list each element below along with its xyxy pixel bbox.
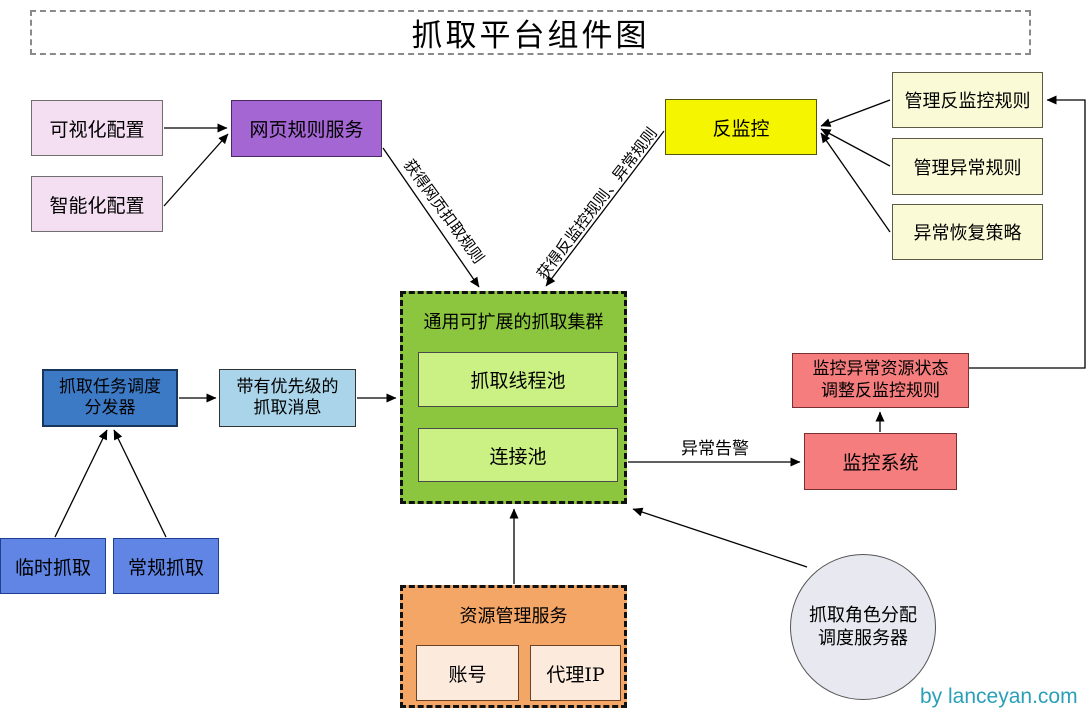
node-label-line2: 调度服务器	[818, 628, 908, 649]
node-label-line1: 抓取任务调度	[59, 376, 161, 397]
node-label: 代理IP	[546, 663, 605, 686]
diagram-title: 抓取平台组件图	[411, 18, 650, 54]
watermark-link[interactable]: by lanceyan.com	[920, 685, 1078, 708]
node-label: 临时抓取	[14, 556, 91, 579]
node-anti-monitor: 反监控	[665, 99, 817, 155]
node-label-line1: 监控异常资源状态	[812, 359, 949, 380]
arrow-manage-exc-rules-to-anti-monitor	[820, 128, 891, 167]
node-regular-crawl: 常规抓取	[113, 538, 219, 594]
node-label: 可视化配置	[49, 118, 145, 141]
node-manage-exception-rules: 管理异常规则	[892, 138, 1043, 195]
node-monitor-system: 监控系统	[804, 433, 957, 490]
edge-label-get-anti-monitor-rules: 获得反监控规则、异常规则	[533, 124, 662, 283]
node-manage-anti-monitor-rules: 管理反监控规则	[892, 72, 1043, 128]
node-label: 异常恢复策略	[913, 223, 1022, 244]
node-label-line1: 带有优先级的	[236, 376, 339, 397]
arrow-manage-anti-rules-to-anti-monitor	[820, 99, 891, 127]
node-visual-config: 可视化配置	[31, 100, 163, 156]
edge-label-exception-alarm: 异常告警	[681, 439, 749, 459]
node-priority-message: 带有优先级的 抓取消息	[219, 369, 356, 427]
node-proxy-ip: 代理IP	[530, 645, 621, 701]
node-temp-crawl: 临时抓取	[0, 538, 106, 594]
node-label-line2: 抓取消息	[253, 398, 322, 418]
node-label: 管理异常规则	[913, 157, 1022, 179]
node-label-line2: 分发器	[84, 398, 136, 418]
node-label: 监控系统	[842, 452, 919, 474]
arrow-temp-crawl-to-scheduler	[54, 429, 108, 538]
cluster-title: 通用可扩展的抓取集群	[423, 312, 604, 333]
arrow-recovery-policy-to-anti-monitor	[820, 132, 891, 233]
node-connection-pool: 连接池	[418, 428, 618, 482]
node-label: 网页规则服务	[249, 119, 364, 141]
node-monitor-adjust: 监控异常资源状态 调整反监控规则	[792, 353, 969, 408]
resource-service-title: 资源管理服务	[459, 606, 568, 627]
node-crawl-thread-pool: 抓取线程池	[418, 352, 618, 407]
node-label: 抓取线程池	[470, 370, 566, 392]
node-web-rule-service: 网页规则服务	[231, 100, 382, 157]
node-smart-config: 智能化配置	[31, 176, 163, 232]
node-role-dispatcher: 抓取角色分配 调度服务器	[790, 554, 936, 700]
diagram-title-box: 抓取平台组件图	[30, 10, 1031, 55]
node-resource-service: 资源管理服务 账号 代理IP	[400, 585, 627, 708]
node-exception-recovery-policy: 异常恢复策略	[892, 204, 1043, 260]
node-label-line1: 抓取角色分配	[809, 604, 917, 626]
edge-label-get-web-rules: 获得网页扣取规则	[399, 156, 488, 268]
node-label: 反监控	[712, 117, 770, 140]
node-account: 账号	[416, 645, 519, 701]
node-label-line2: 调整反监控规则	[821, 380, 940, 401]
node-label: 连接池	[489, 445, 547, 468]
arrow-regular-crawl-to-scheduler	[113, 429, 167, 538]
node-label: 常规抓取	[127, 556, 204, 579]
arrow-smart-config-to-rule-service	[163, 133, 229, 207]
node-label: 管理反监控规则	[904, 91, 1031, 112]
node-task-scheduler: 抓取任务调度 分发器	[42, 369, 178, 427]
node-label: 智能化配置	[49, 194, 145, 217]
node-crawl-cluster: 通用可扩展的抓取集群 抓取线程池 连接池	[400, 291, 627, 504]
arrow-role-dispatcher-to-cluster	[632, 507, 808, 568]
arrow-rule-service-to-cluster	[382, 147, 480, 288]
node-label: 账号	[448, 663, 487, 686]
